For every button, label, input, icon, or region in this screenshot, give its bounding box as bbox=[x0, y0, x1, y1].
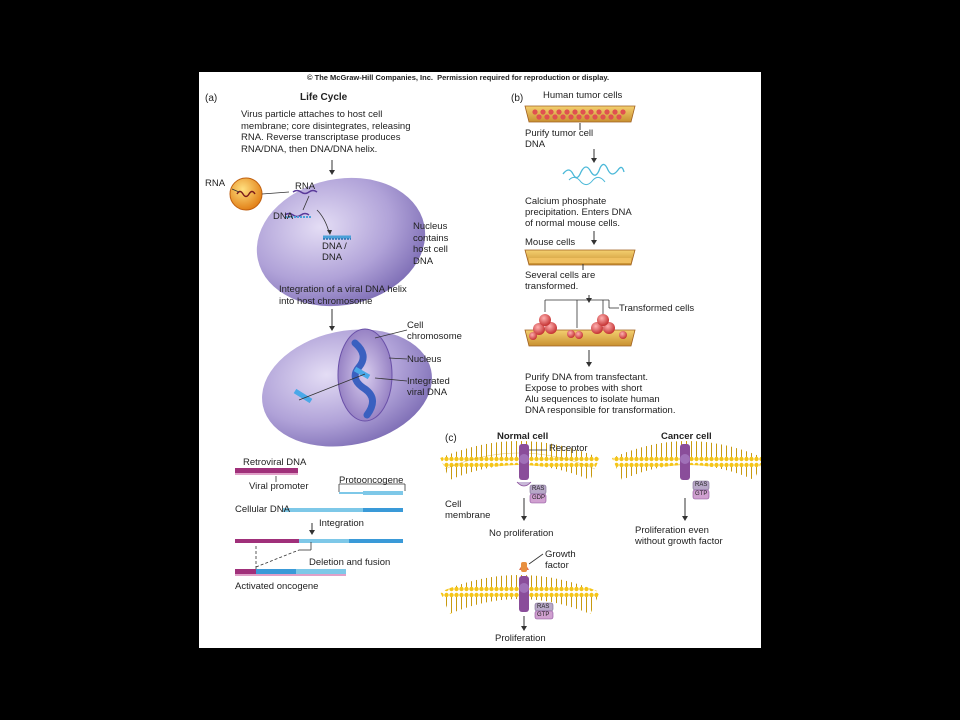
oncogene-activation-graphic bbox=[235, 468, 406, 576]
label-no-proliferation: No proliferation bbox=[489, 528, 554, 539]
label-cell-membrane: Cell membrane bbox=[445, 499, 491, 521]
label-cancer-cell: Cancer cell bbox=[661, 431, 712, 442]
label-dna: DNA bbox=[273, 211, 294, 222]
panel-b-graphics bbox=[524, 105, 636, 367]
panel-c-letter: (c) bbox=[445, 433, 457, 444]
label-rna: RNA bbox=[295, 181, 316, 192]
label-human-tumor-cells: Human tumor cells bbox=[543, 90, 623, 101]
panel-a-graphics bbox=[229, 160, 432, 576]
panel-c-graphics bbox=[440, 441, 761, 631]
nucleus-note: Nucleus contains host cell DNA bbox=[413, 221, 449, 267]
label-integrated-viral-dna: Integrated viral DNA bbox=[407, 376, 450, 398]
gtp-stimulated: GTP bbox=[537, 612, 550, 618]
label-proliferation-even: Proliferation even without growth factor bbox=[635, 525, 723, 547]
virus-particle bbox=[229, 177, 263, 211]
gdp-normal: GDP bbox=[532, 495, 546, 501]
label-receptor: Receptor bbox=[549, 443, 588, 454]
label-rna-virus: RNA bbox=[205, 178, 226, 189]
diagram-graphics bbox=[229, 105, 761, 631]
label-deletion-fusion: Deletion and fusion bbox=[309, 557, 391, 568]
label-integration: Integration bbox=[319, 518, 364, 529]
label-transformed-cells: Transformed cells bbox=[619, 303, 695, 314]
step-purify-transfectant: Purify DNA from transfectant. Expose to … bbox=[525, 372, 676, 416]
step-integration-text: Integration of a viral DNA helix into ho… bbox=[279, 284, 407, 307]
label-cell-chromosome: Cell chromosome bbox=[407, 320, 462, 342]
label-dna-dna: DNA / DNA bbox=[322, 241, 347, 263]
gtp-cancer: GTP bbox=[695, 491, 708, 497]
label-nucleus: Nucleus bbox=[407, 354, 442, 365]
step-attach-text: Virus particle attaches to host cell mem… bbox=[241, 109, 411, 155]
label-viral-promoter: Viral promoter bbox=[249, 481, 309, 492]
tumor-dna-squiggle bbox=[562, 163, 625, 179]
label-mouse-cells: Mouse cells bbox=[525, 237, 576, 248]
copyright-notice: © The McGraw-Hill Companies, Inc. Permis… bbox=[307, 73, 610, 82]
step-cells-transformed: Several cells are transformed. bbox=[525, 270, 596, 292]
label-proliferation: Proliferation bbox=[495, 633, 546, 644]
figure-slide: © The McGraw-Hill Companies, Inc. Permis… bbox=[199, 72, 761, 648]
panel-a-title: Life Cycle bbox=[300, 92, 348, 103]
label-activated-oncogene: Activated oncogene bbox=[235, 581, 319, 592]
label-growth-factor: Growth factor bbox=[545, 549, 576, 571]
step-purify-tumor-dna: Purify tumor cell DNA bbox=[525, 128, 594, 150]
label-retroviral-dna: Retroviral DNA bbox=[243, 457, 307, 468]
ras-stimulated: RAS bbox=[537, 604, 550, 610]
step-calcium-phosphate: Calcium phosphate precipitation. Enters … bbox=[525, 196, 632, 229]
ras-cancer: RAS bbox=[695, 482, 708, 488]
host-cell-1 bbox=[256, 177, 426, 307]
label-cellular-dna: Cellular DNA bbox=[235, 504, 290, 515]
ras-normal: RAS bbox=[532, 486, 545, 492]
label-protooncogene: Protooncogene bbox=[339, 475, 404, 486]
panel-b-letter: (b) bbox=[511, 93, 524, 104]
label-normal-cell: Normal cell bbox=[497, 431, 549, 442]
panel-a-letter: (a) bbox=[205, 93, 218, 104]
